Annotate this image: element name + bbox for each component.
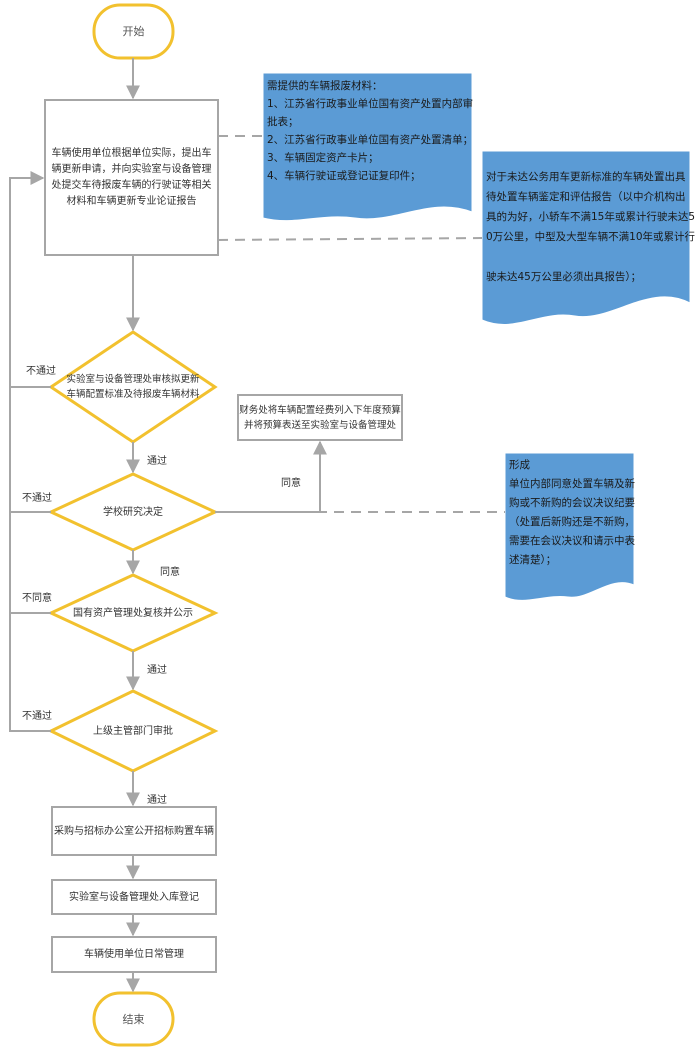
- end-terminal-shape: [92, 991, 175, 1047]
- school-decision-label: 学校研究决定: [103, 506, 163, 518]
- appraisal-note-line: 待处置车辆鉴定和评估报告（以中介机构出: [486, 191, 686, 203]
- appraisal-note-line: 对于未达公务用车更新标准的车辆处置出具: [486, 171, 686, 183]
- edge-label-not-pass: 不通过: [22, 711, 52, 722]
- materials-note: 需提供的车辆报废材料： 1、江苏省行政事业单位国有资产处置内部审 批表； 2、江…: [267, 77, 474, 185]
- lab-review-line: 车辆配置标准及待报废车辆材料: [66, 389, 200, 400]
- minutes-note-line: 单位内部同意处置车辆及新: [509, 478, 635, 490]
- asset-review-decision: 国有资产管理处复核并公示: [60, 603, 206, 623]
- materials-note-line: 需提供的车辆报废材料：: [267, 80, 383, 92]
- appraisal-note-line: [486, 247, 688, 267]
- apply-label: 车辆使用单位根据单位实际，提出车辆更新申请，并向实验室与设备管理处提交车待报废车…: [51, 147, 212, 207]
- apply-process-shape: [44, 99, 219, 256]
- school-decision: 学校研究决定: [70, 502, 196, 522]
- procurement-process-shape: [51, 806, 217, 856]
- start-label: 开始: [122, 25, 145, 38]
- finance-budget-line: 财务处将车辆配置经费列入下年度预算: [239, 404, 401, 416]
- finance-budget-process: 财务处将车辆配置经费列入下年度预算 并将预算表送至实验室与设备管理处: [238, 395, 402, 440]
- edge-label-not-pass: 不通过: [26, 366, 56, 377]
- appraisal-note-line: 具的为好，小轿车不满15年或累计行驶未达5: [486, 211, 695, 223]
- materials-note-line: 批表；: [267, 116, 299, 128]
- appraisal-note-line: 0万公里，中型及大型车辆不满10年或累计行: [486, 231, 695, 243]
- daily-management-process-shape: [51, 936, 217, 973]
- procurement-label: 采购与招标办公室公开招标购置车辆: [54, 825, 214, 837]
- reject-feedback-line: [9, 387, 51, 732]
- edge-label-pass: 通过: [147, 665, 167, 676]
- note-connector: [217, 237, 483, 241]
- start-terminal: 开始: [94, 5, 173, 58]
- daily-management-label: 车辆使用单位日常管理: [84, 949, 184, 960]
- reject-feedback-line: [9, 171, 51, 388]
- agree-budget-line: [215, 440, 327, 513]
- procurement-process: 采购与招标办公室公开招标购置车辆: [52, 807, 216, 855]
- end-label: 结束: [122, 1012, 145, 1026]
- registration-label: 实验室与设备管理处入库登记: [69, 891, 199, 903]
- minutes-note-line: 需要在会议决议和请示中表: [509, 535, 635, 547]
- minutes-note-line: 形成: [509, 459, 530, 471]
- apply-process: 车辆使用单位根据单位实际，提出车辆更新申请，并向实验室与设备管理处提交车待报废车…: [47, 102, 216, 253]
- finance-budget-shape: [237, 394, 403, 441]
- edge-label-disagree: 不同意: [22, 593, 52, 604]
- materials-note-line: 1、江苏省行政事业单位国有资产处置内部审: [267, 98, 474, 110]
- minutes-note-line: （处置后新购还是不新购，: [509, 516, 635, 528]
- materials-note-line: 4、车辆行驶证或登记证复印件；: [267, 170, 421, 182]
- registration-process: 实验室与设备管理处入库登记: [52, 880, 216, 914]
- materials-note-line: 3、车辆固定资产卡片；: [267, 152, 379, 164]
- superior-approval-decision: 上级主管部门审批: [70, 721, 196, 741]
- edge-label-agree: 同意: [281, 478, 301, 489]
- materials-note-shape: [262, 72, 473, 222]
- finance-budget-line: 并将预算表送至实验室与设备管理处: [243, 419, 396, 431]
- lab-review-decision: 实验室与设备管理处审核拟更新 车辆配置标准及待报废车辆材料: [55, 364, 211, 410]
- edge-label-pass: 通过: [147, 456, 167, 467]
- superior-approval-label: 上级主管部门审批: [93, 725, 173, 737]
- edge-label-agree: 同意: [160, 567, 180, 578]
- end-terminal: 结束: [94, 993, 173, 1045]
- materials-note-line: 2、江苏省行政事业单位国有资产处置清单；: [267, 134, 474, 146]
- appraisal-note-shape: [481, 150, 691, 325]
- lab-review-line: 实验室与设备管理处审核拟更新: [66, 374, 200, 385]
- registration-process-shape: [51, 879, 217, 915]
- asset-review-label: 国有资产管理处复核并公示: [73, 607, 193, 619]
- minutes-note: 形成 单位内部同意处置车辆及新 购或不新购的会议决议纪要 （处置后新购还是不新购…: [509, 456, 635, 570]
- appraisal-note-line: 驶未达45万公里必须出具报告）；: [486, 271, 642, 283]
- minutes-note-line: 购或不新购的会议决议纪要: [509, 497, 635, 509]
- minutes-note-line: 述清楚）；: [509, 554, 557, 566]
- appraisal-note: 对于未达公务用车更新标准的车辆处置出具 待处置车辆鉴定和评估报告（以中介机构出 …: [486, 167, 695, 287]
- minutes-note-shape: [504, 452, 635, 601]
- edge-label-pass: 通过: [147, 795, 167, 806]
- daily-management-process: 车辆使用单位日常管理: [52, 937, 216, 972]
- edge-label-not-pass: 不通过: [22, 493, 52, 504]
